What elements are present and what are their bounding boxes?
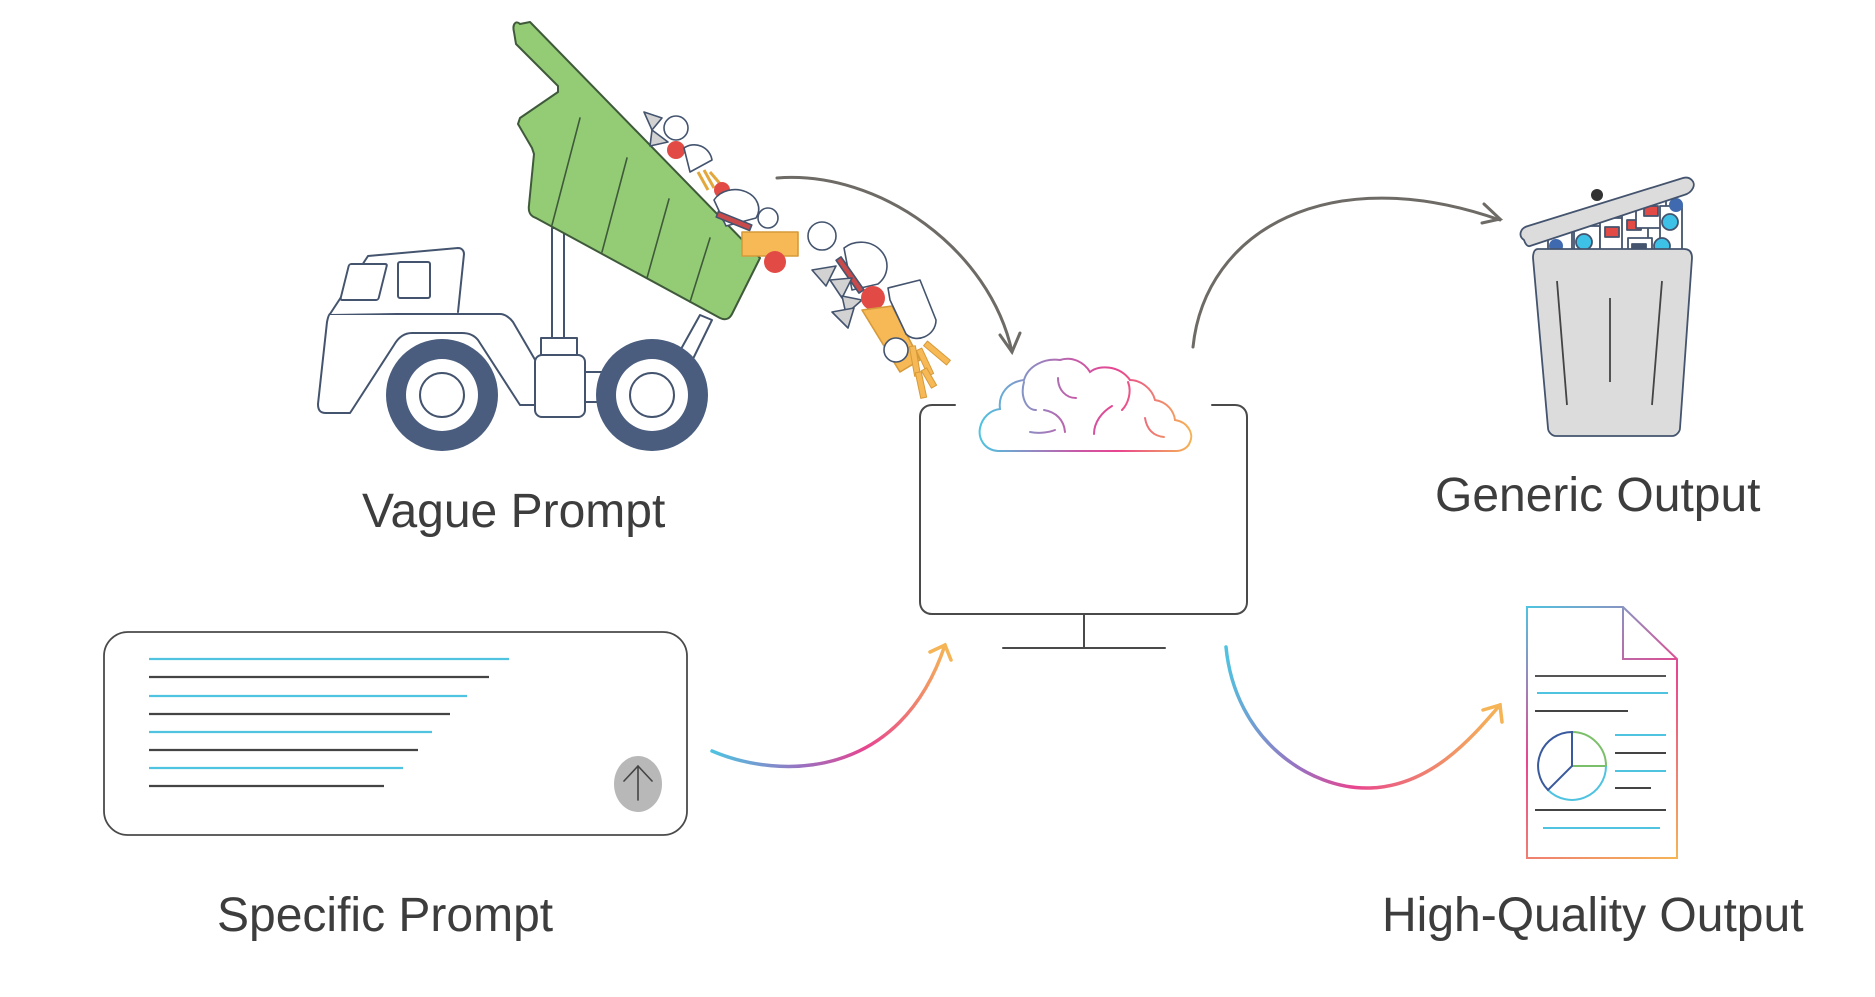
truck-window-2	[397, 261, 431, 299]
monitor-icon	[919, 404, 1248, 649]
lime-slice-icon	[663, 115, 689, 141]
brain-fold	[1093, 405, 1113, 435]
brain-fold	[1029, 429, 1056, 434]
dump-truck-icon	[317, 21, 761, 451]
nacho-chip-icon	[831, 307, 855, 329]
arrow-up-icon	[623, 764, 653, 801]
pie-slice-blue	[1537, 730, 1573, 792]
truck-dump-bed	[512, 21, 761, 321]
arrow-model-to-hq-path	[1224, 645, 1502, 790]
prompt-input-box-icon	[103, 631, 688, 836]
truck-window-1	[339, 263, 388, 301]
brain-outline	[978, 357, 1193, 452]
trash-can-lid	[1519, 176, 1695, 248]
arrow-model-to-hq	[1224, 645, 1504, 790]
truck-body	[317, 313, 549, 414]
trash-can-lid-knob	[1591, 189, 1603, 201]
tomato-icon	[764, 251, 786, 273]
vague-prompt-label: Vague Prompt	[362, 485, 666, 538]
trash-can-body	[1532, 248, 1693, 437]
trash-can-ridges	[1556, 280, 1663, 406]
document-with-chart-icon	[1526, 606, 1678, 859]
brain-icon	[978, 357, 1193, 452]
document-outline	[1526, 606, 1678, 859]
brain-fold	[1043, 409, 1066, 433]
document-text-lines	[1535, 675, 1668, 829]
tomato-icon	[861, 286, 885, 310]
arrow-model-to-generic-path	[1191, 196, 1502, 349]
spilled-food-icon	[643, 111, 951, 399]
high-quality-output-label: High-Quality Output	[1382, 889, 1804, 942]
arrow-model-to-generic	[1191, 196, 1504, 349]
truck-bed-ribs	[551, 117, 711, 303]
pie-chart-icon	[1537, 730, 1608, 801]
truck-hydraulic-arm	[551, 227, 565, 349]
prompt-text-lines	[149, 657, 509, 788]
arrow-head-icon	[1481, 702, 1504, 724]
arrow-specific-to-model	[710, 642, 953, 769]
burger-patty-icon	[715, 210, 753, 232]
generic-output-label: Generic Output	[1435, 469, 1761, 522]
trash-can-icon	[1519, 176, 1695, 437]
specific-prompt-label: Specific Prompt	[217, 889, 554, 942]
lime-slice-icon	[807, 221, 837, 251]
nacho-chip-icon	[643, 111, 663, 131]
pie-slice-cyan	[1547, 765, 1607, 801]
arrow-specific-to-model-path	[710, 643, 947, 769]
lime-slice-icon	[883, 337, 909, 363]
brain-fold	[1121, 381, 1131, 411]
cup-icon	[887, 279, 937, 340]
arrow-head-icon	[928, 642, 953, 662]
arrow-head-icon	[1480, 202, 1504, 225]
brain-fold	[1057, 377, 1077, 399]
send-button	[614, 756, 662, 812]
nacho-chip-icon	[829, 277, 853, 299]
monitor-frame	[919, 404, 1248, 615]
nacho-chip-icon	[811, 265, 837, 287]
burger-bun-icon	[683, 144, 713, 173]
prompt-box-frame	[103, 631, 688, 836]
nacho-chip-icon	[649, 129, 669, 147]
brain-fold	[1021, 381, 1037, 411]
arrow-vague-to-model	[775, 175, 1022, 356]
burger-patty-icon	[835, 256, 865, 294]
fries-icon	[908, 340, 951, 399]
document-fold	[1622, 607, 1677, 660]
lime-slice-icon	[757, 207, 779, 229]
truck-front-hub	[419, 372, 465, 418]
arrow-vague-to-model-path	[775, 175, 1014, 354]
brain-fold	[1144, 417, 1165, 438]
truck-chassis-block	[534, 354, 586, 418]
arrow-head-icon	[998, 331, 1022, 356]
tomato-icon	[667, 141, 685, 159]
truck-rear-hub	[629, 372, 675, 418]
pie-slice-green	[1571, 730, 1608, 767]
